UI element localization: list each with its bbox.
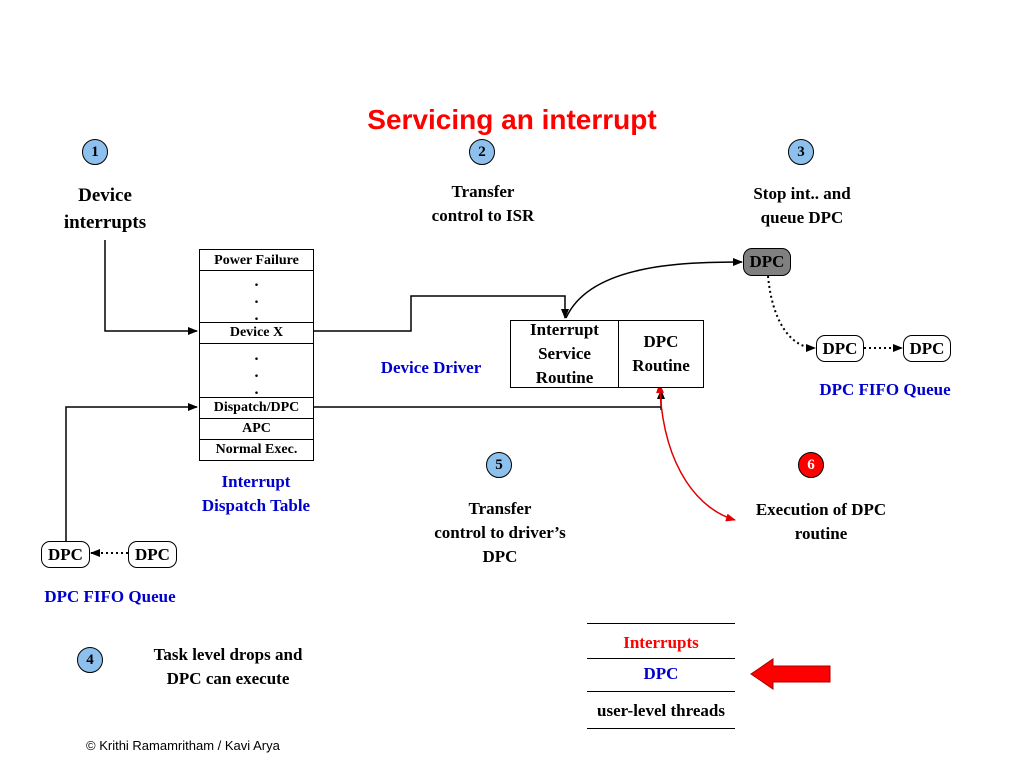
- right-queue-dpc-1: DPC: [816, 335, 864, 362]
- idt-gap-lower: . . .: [200, 344, 313, 398]
- isr-cell: Interrupt Service Routine: [511, 320, 619, 387]
- step-2-badge: 2: [469, 139, 495, 165]
- left-queue-label: DPC FIFO Queue: [44, 587, 176, 606]
- arrow-isr-to-queued-dpc: [565, 258, 743, 319]
- step-5-label: Transfer control to driver’s DPC: [434, 499, 566, 566]
- step-2-label: Transfer control to ISR: [431, 182, 535, 225]
- interrupt-dispatch-table: Power Failure . . . Device X . . . Dispa…: [199, 249, 314, 461]
- idt-row-device-x: Device X: [200, 323, 313, 344]
- red-arrow-dpc-execution: [656, 383, 736, 522]
- idt-row-dispatch-dpc: Dispatch/DPC: [200, 398, 313, 419]
- arrow-device-x-to-isr: [314, 295, 569, 332]
- page-title: Servicing an interrupt: [367, 104, 657, 135]
- right-queue-dpc-2: DPC: [903, 335, 951, 362]
- arrow-queued-dpc-to-queue: [767, 275, 816, 352]
- left-queue-dpc-2: DPC: [128, 541, 177, 568]
- priority-legend: Interrupts DPC user-level threads: [587, 623, 735, 729]
- dpc-routine-cell: DPC Routine: [632, 332, 690, 375]
- step-1-label: Device interrupts: [63, 185, 147, 233]
- legend-interrupts: Interrupts: [587, 623, 735, 658]
- step-1-badge: 1: [82, 139, 108, 165]
- step-4-badge: 4: [77, 647, 103, 673]
- legend-dpc: DPC: [587, 658, 735, 691]
- idt-caption: Interrupt Dispatch Table: [201, 472, 311, 515]
- step-6-label: Execution of DPC routine: [755, 500, 887, 543]
- idt-row-power-failure: Power Failure: [200, 250, 313, 271]
- step-5-badge: 5: [486, 452, 512, 478]
- step-3-badge: 3: [788, 139, 814, 165]
- arrow-interrupt-to-device-x: [104, 240, 198, 335]
- step-3-label: Stop int.. and queue DPC: [753, 184, 851, 227]
- right-queue-label: DPC FIFO Queue: [819, 380, 951, 399]
- left-arrow-icon: [750, 658, 831, 690]
- idt-row-apc: APC: [200, 419, 313, 440]
- arrow-left-queue-to-dispatch: [65, 403, 198, 543]
- idt-gap-upper: . . .: [200, 271, 313, 324]
- queued-dpc-object: DPC: [743, 248, 791, 276]
- driver-routines-box: Interrupt Service Routine DPC Routine: [510, 320, 704, 388]
- left-queue-dpc-1: DPC: [41, 541, 90, 568]
- device-driver-label: Device Driver: [380, 358, 482, 377]
- idt-row-normal-exec: Normal Exec.: [215, 442, 298, 457]
- legend-user-level-threads: user-level threads: [587, 691, 735, 729]
- copyright-text: © Krithi Ramamritham / Kavi Arya: [86, 738, 280, 753]
- step-6-badge: 6: [798, 452, 824, 478]
- step-4-label: Task level drops and DPC can execute: [153, 645, 303, 688]
